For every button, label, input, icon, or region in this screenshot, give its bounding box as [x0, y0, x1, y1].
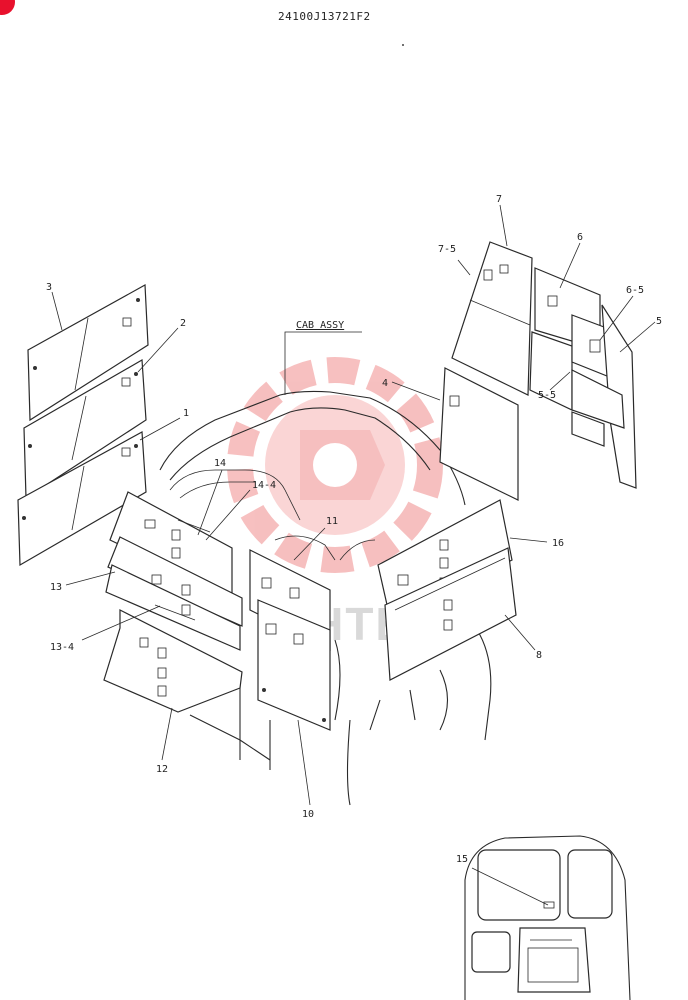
watermark-gear-logo	[227, 357, 443, 573]
panel-7	[451, 241, 533, 396]
callout-7: 7	[496, 194, 502, 205]
callout-1: 1	[183, 408, 189, 419]
callout-14: 14	[214, 458, 226, 469]
callout-10: 10	[302, 809, 314, 820]
panel-10	[257, 599, 331, 731]
callout-13-4: 13-4	[50, 642, 74, 653]
callout-3: 3	[46, 282, 52, 293]
callout-14-4: 14-4	[252, 480, 276, 491]
callout-11: 11	[326, 516, 338, 527]
callout-4: 4	[382, 378, 388, 389]
panel-12	[103, 609, 243, 713]
callout-13: 13	[50, 582, 62, 593]
corner-badge-icon	[0, 0, 15, 15]
panel-13	[105, 536, 243, 651]
cab-assy-label: CAB ASSY	[296, 320, 344, 331]
callout-8: 8	[536, 650, 542, 661]
callout-5: 5	[656, 316, 662, 327]
callout-12: 12	[156, 764, 168, 775]
panel-5-5	[571, 369, 625, 447]
document-number: 24100J13721F2	[278, 10, 371, 23]
callout-6-5: 6-5	[626, 285, 644, 296]
leader-lines	[51, 204, 656, 906]
panel-4	[439, 367, 519, 501]
callout-5-5: 5-5	[538, 390, 556, 401]
panel-2	[23, 358, 147, 500]
panel-1	[17, 431, 147, 567]
callout-6: 6	[577, 232, 583, 243]
callout-2: 2	[180, 318, 186, 329]
speck	[402, 44, 404, 46]
callout-16: 16	[552, 538, 564, 549]
callout-7-5: 7-5	[438, 244, 456, 255]
inset-cab-view	[464, 835, 631, 1000]
panel-8	[384, 547, 517, 681]
panel-3	[27, 284, 149, 422]
callout-15: 15	[456, 854, 468, 865]
